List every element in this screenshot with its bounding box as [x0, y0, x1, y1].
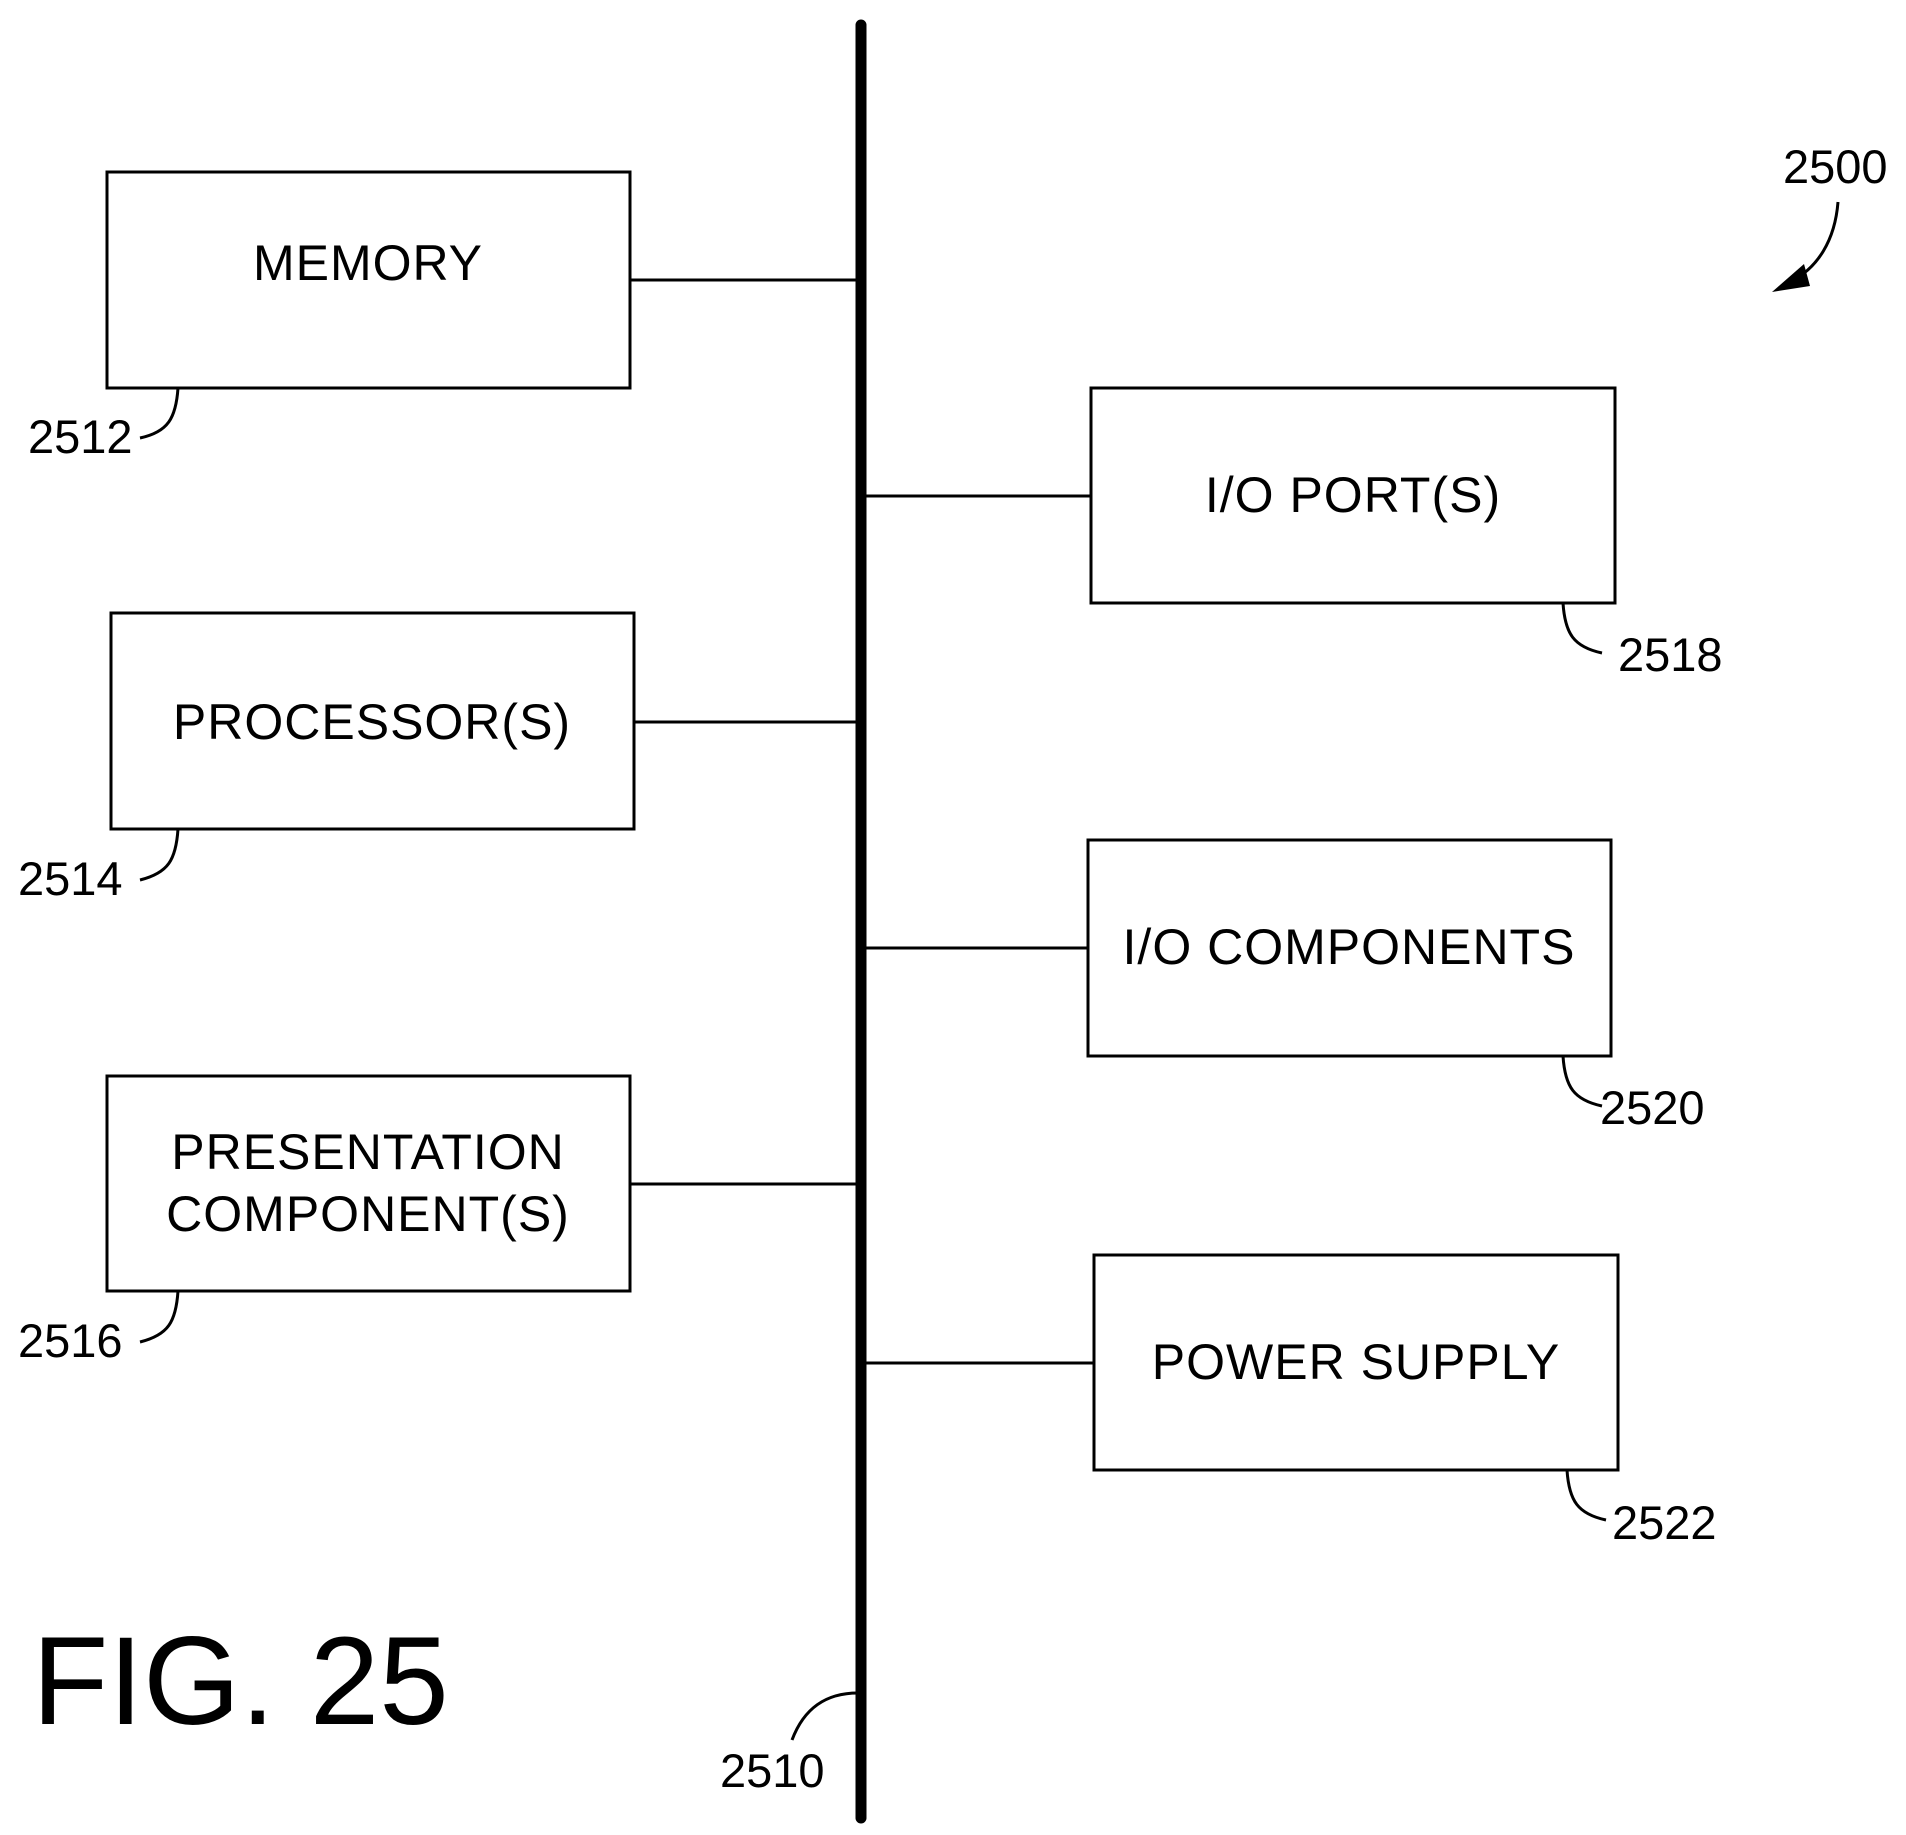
power-supply-label: POWER SUPPLY — [1152, 1334, 1560, 1390]
io-components-block: I/O COMPONENTS 2520 — [864, 840, 1705, 1134]
bus-ref-label: 2510 — [720, 1744, 825, 1797]
presentation-ref-leader — [140, 1291, 178, 1342]
processors-block: PROCESSOR(S) 2514 — [18, 613, 858, 905]
io-components-ref-leader — [1563, 1056, 1602, 1106]
figure-title: FIG. 25 — [32, 1612, 449, 1751]
memory-ref-label: 2512 — [28, 410, 133, 463]
power-supply-ref-label: 2522 — [1612, 1496, 1717, 1549]
presentation-block: PRESENTATION COMPONENT(S) 2516 — [18, 1076, 858, 1367]
memory-block: MEMORY 2512 — [28, 172, 858, 463]
figure-ref-arrowhead — [1772, 264, 1810, 292]
presentation-label-line-2: COMPONENT(S) — [166, 1186, 570, 1242]
io-ports-block: I/O PORT(S) 2518 — [864, 388, 1723, 681]
power-supply-block: POWER SUPPLY 2522 — [864, 1255, 1717, 1549]
io-ports-label: I/O PORT(S) — [1205, 467, 1501, 523]
presentation-label-line-1: PRESENTATION — [171, 1124, 565, 1180]
io-ports-ref-leader — [1563, 603, 1602, 653]
io-components-label: I/O COMPONENTS — [1123, 919, 1576, 975]
processors-label: PROCESSOR(S) — [173, 694, 571, 750]
presentation-ref-label: 2516 — [18, 1314, 123, 1367]
io-components-ref-label: 2520 — [1600, 1081, 1705, 1134]
memory-label: MEMORY — [253, 235, 483, 291]
memory-ref-leader — [140, 388, 178, 438]
processors-ref-leader — [140, 829, 178, 880]
presentation-box — [107, 1076, 630, 1291]
io-ports-ref-label: 2518 — [1618, 628, 1723, 681]
bus-ref-leader — [792, 1693, 858, 1740]
power-supply-ref-leader — [1567, 1470, 1606, 1520]
figure-ref-label: 2500 — [1783, 140, 1888, 193]
processors-ref-label: 2514 — [18, 852, 123, 905]
